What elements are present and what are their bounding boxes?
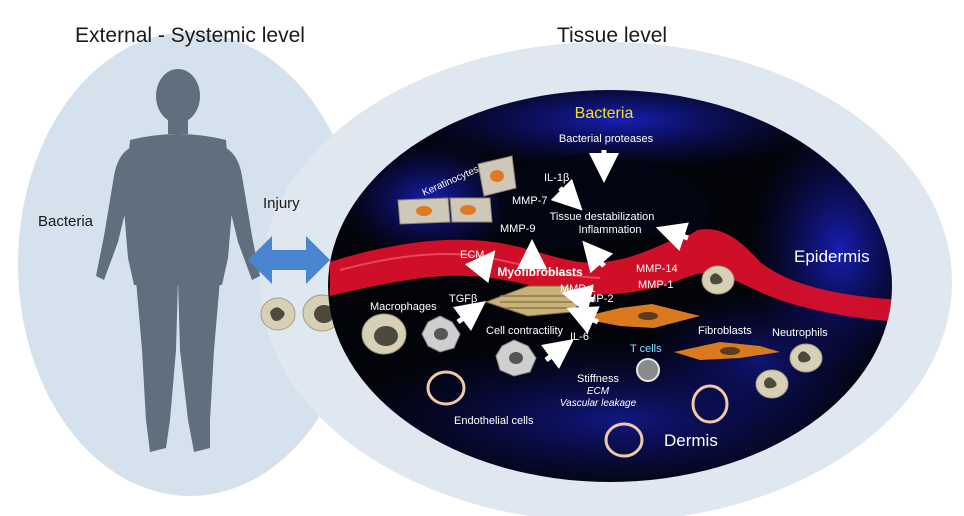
endothelial-vessels [426, 370, 729, 458]
systemic-level-heading: External - Systemic level [75, 24, 305, 47]
tgfb-label: TGFβ [449, 293, 477, 305]
epidermis-label: Epidermis [794, 247, 870, 266]
myofibroblasts-label: Myofibroblasts [497, 265, 583, 279]
tissue-bacteria-label: Bacteria [575, 105, 634, 122]
myofibroblast-cell [484, 285, 587, 317]
mmp1-right-label: MMP-1 [638, 279, 673, 291]
il6-label: IL-6 [570, 331, 589, 343]
systemic-bacteria-label: Bacteria [38, 213, 94, 230]
signaling-arrows [453, 150, 689, 369]
mmp14-label: MMP-14 [636, 263, 678, 275]
vascular-leakage-label: Vascular leakage [560, 398, 637, 409]
circulating-macrophage-cell [260, 297, 296, 331]
fibroblasts-label: Fibroblasts [698, 325, 752, 337]
mmp1-center-label: MMP-1 [560, 283, 595, 295]
neutrophil-cells [701, 265, 823, 399]
tissue-level-heading: Tissue level [557, 24, 667, 47]
keratinocyte-cells [397, 155, 517, 225]
stiffness-label: Stiffness [577, 373, 619, 385]
mmp7-label: MMP-7 [512, 195, 547, 207]
macrophage-cells [361, 313, 537, 377]
inflammation-label: Inflammation [579, 224, 642, 236]
t-cells-label: T cells [630, 343, 662, 355]
dermis-label: Dermis [664, 431, 718, 450]
injury-label: Injury [263, 195, 300, 212]
cell-contractility-label: Cell contractility [486, 325, 564, 337]
human-body-silhouette [96, 69, 260, 452]
bacterial-proteases-label: Bacterial proteases [559, 133, 654, 145]
endothelial-cells-label: Endothelial cells [454, 415, 534, 427]
ecm-label: ECM [460, 249, 484, 261]
mmp9-label: MMP-9 [500, 223, 535, 235]
fibroblast-cells [578, 304, 780, 360]
il1b-label: IL-1β [544, 172, 569, 184]
ecm-italic-label: ECM [587, 386, 610, 397]
tissue-destabilization-label: Tissue destabilization [550, 211, 655, 223]
mmp2-label: MMP-2 [578, 293, 613, 305]
macrophages-label: Macrophages [370, 301, 437, 313]
injury-double-arrow [248, 236, 330, 284]
neutrophils-label: Neutrophils [772, 327, 828, 339]
t-cell [636, 358, 660, 382]
